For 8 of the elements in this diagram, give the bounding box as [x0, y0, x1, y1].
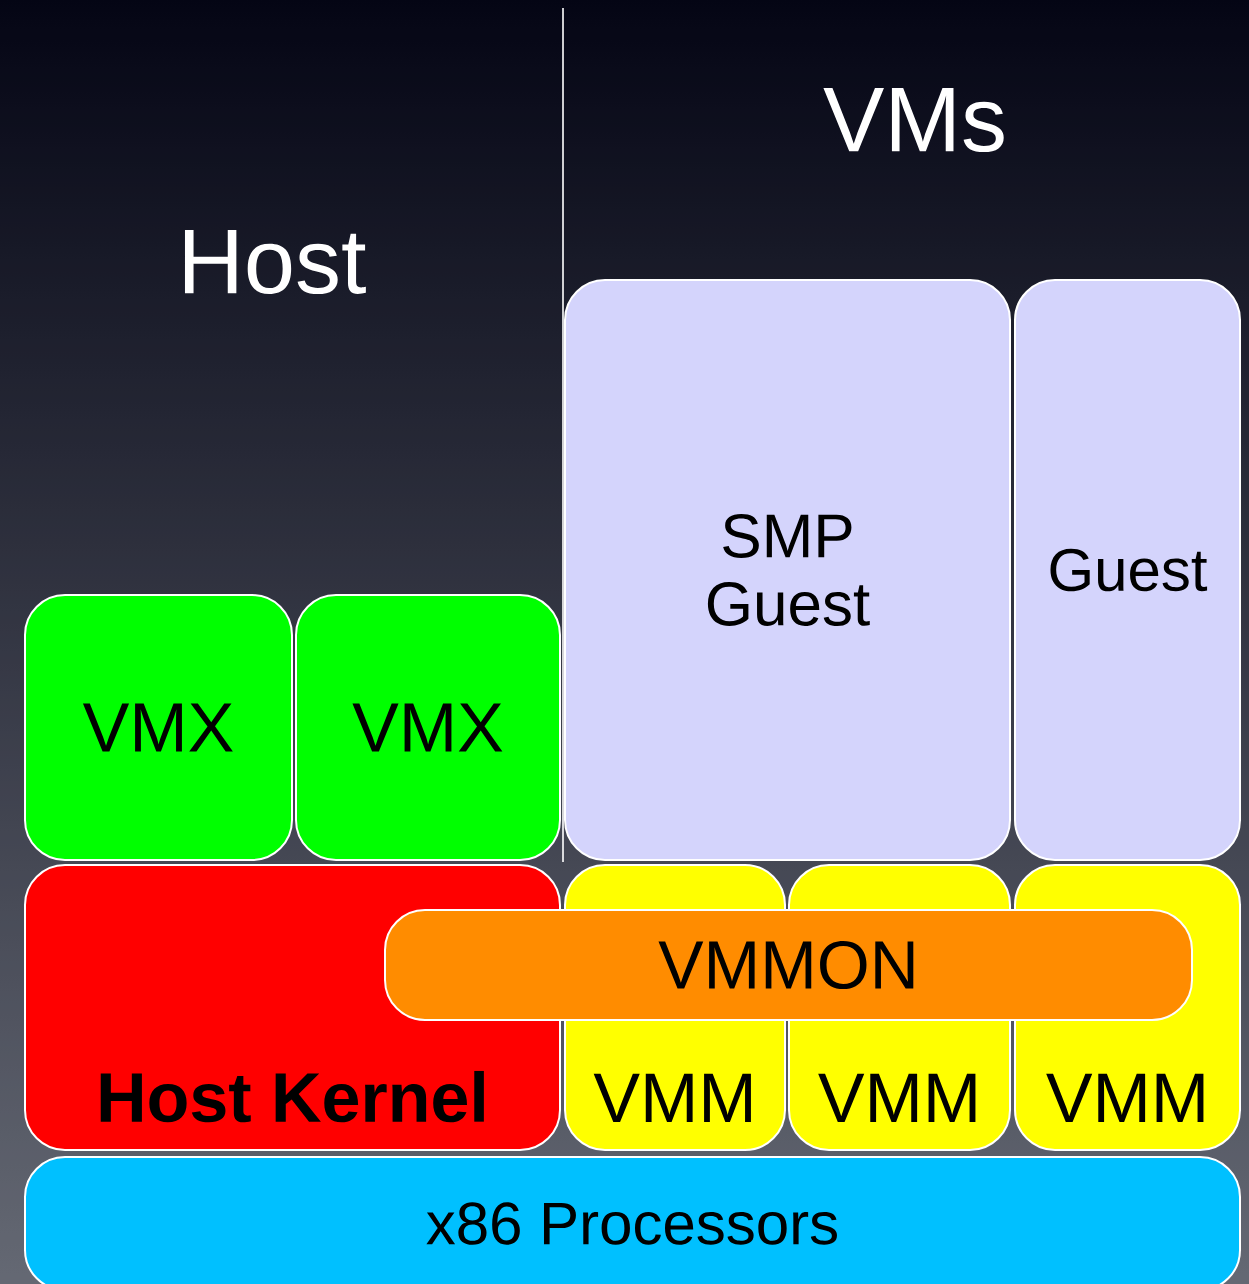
column-heading: Host	[185, 229, 366, 295]
module-box: VMMON	[384, 909, 1193, 1021]
guest-box: SMP Guest	[564, 279, 1011, 861]
process-box: VMX	[24, 594, 293, 861]
column-heading: VMs	[823, 87, 1004, 153]
guest-box: Guest	[1014, 279, 1241, 861]
process-box: VMX	[295, 594, 561, 861]
processor-bar: x86 Processors	[24, 1156, 1241, 1284]
